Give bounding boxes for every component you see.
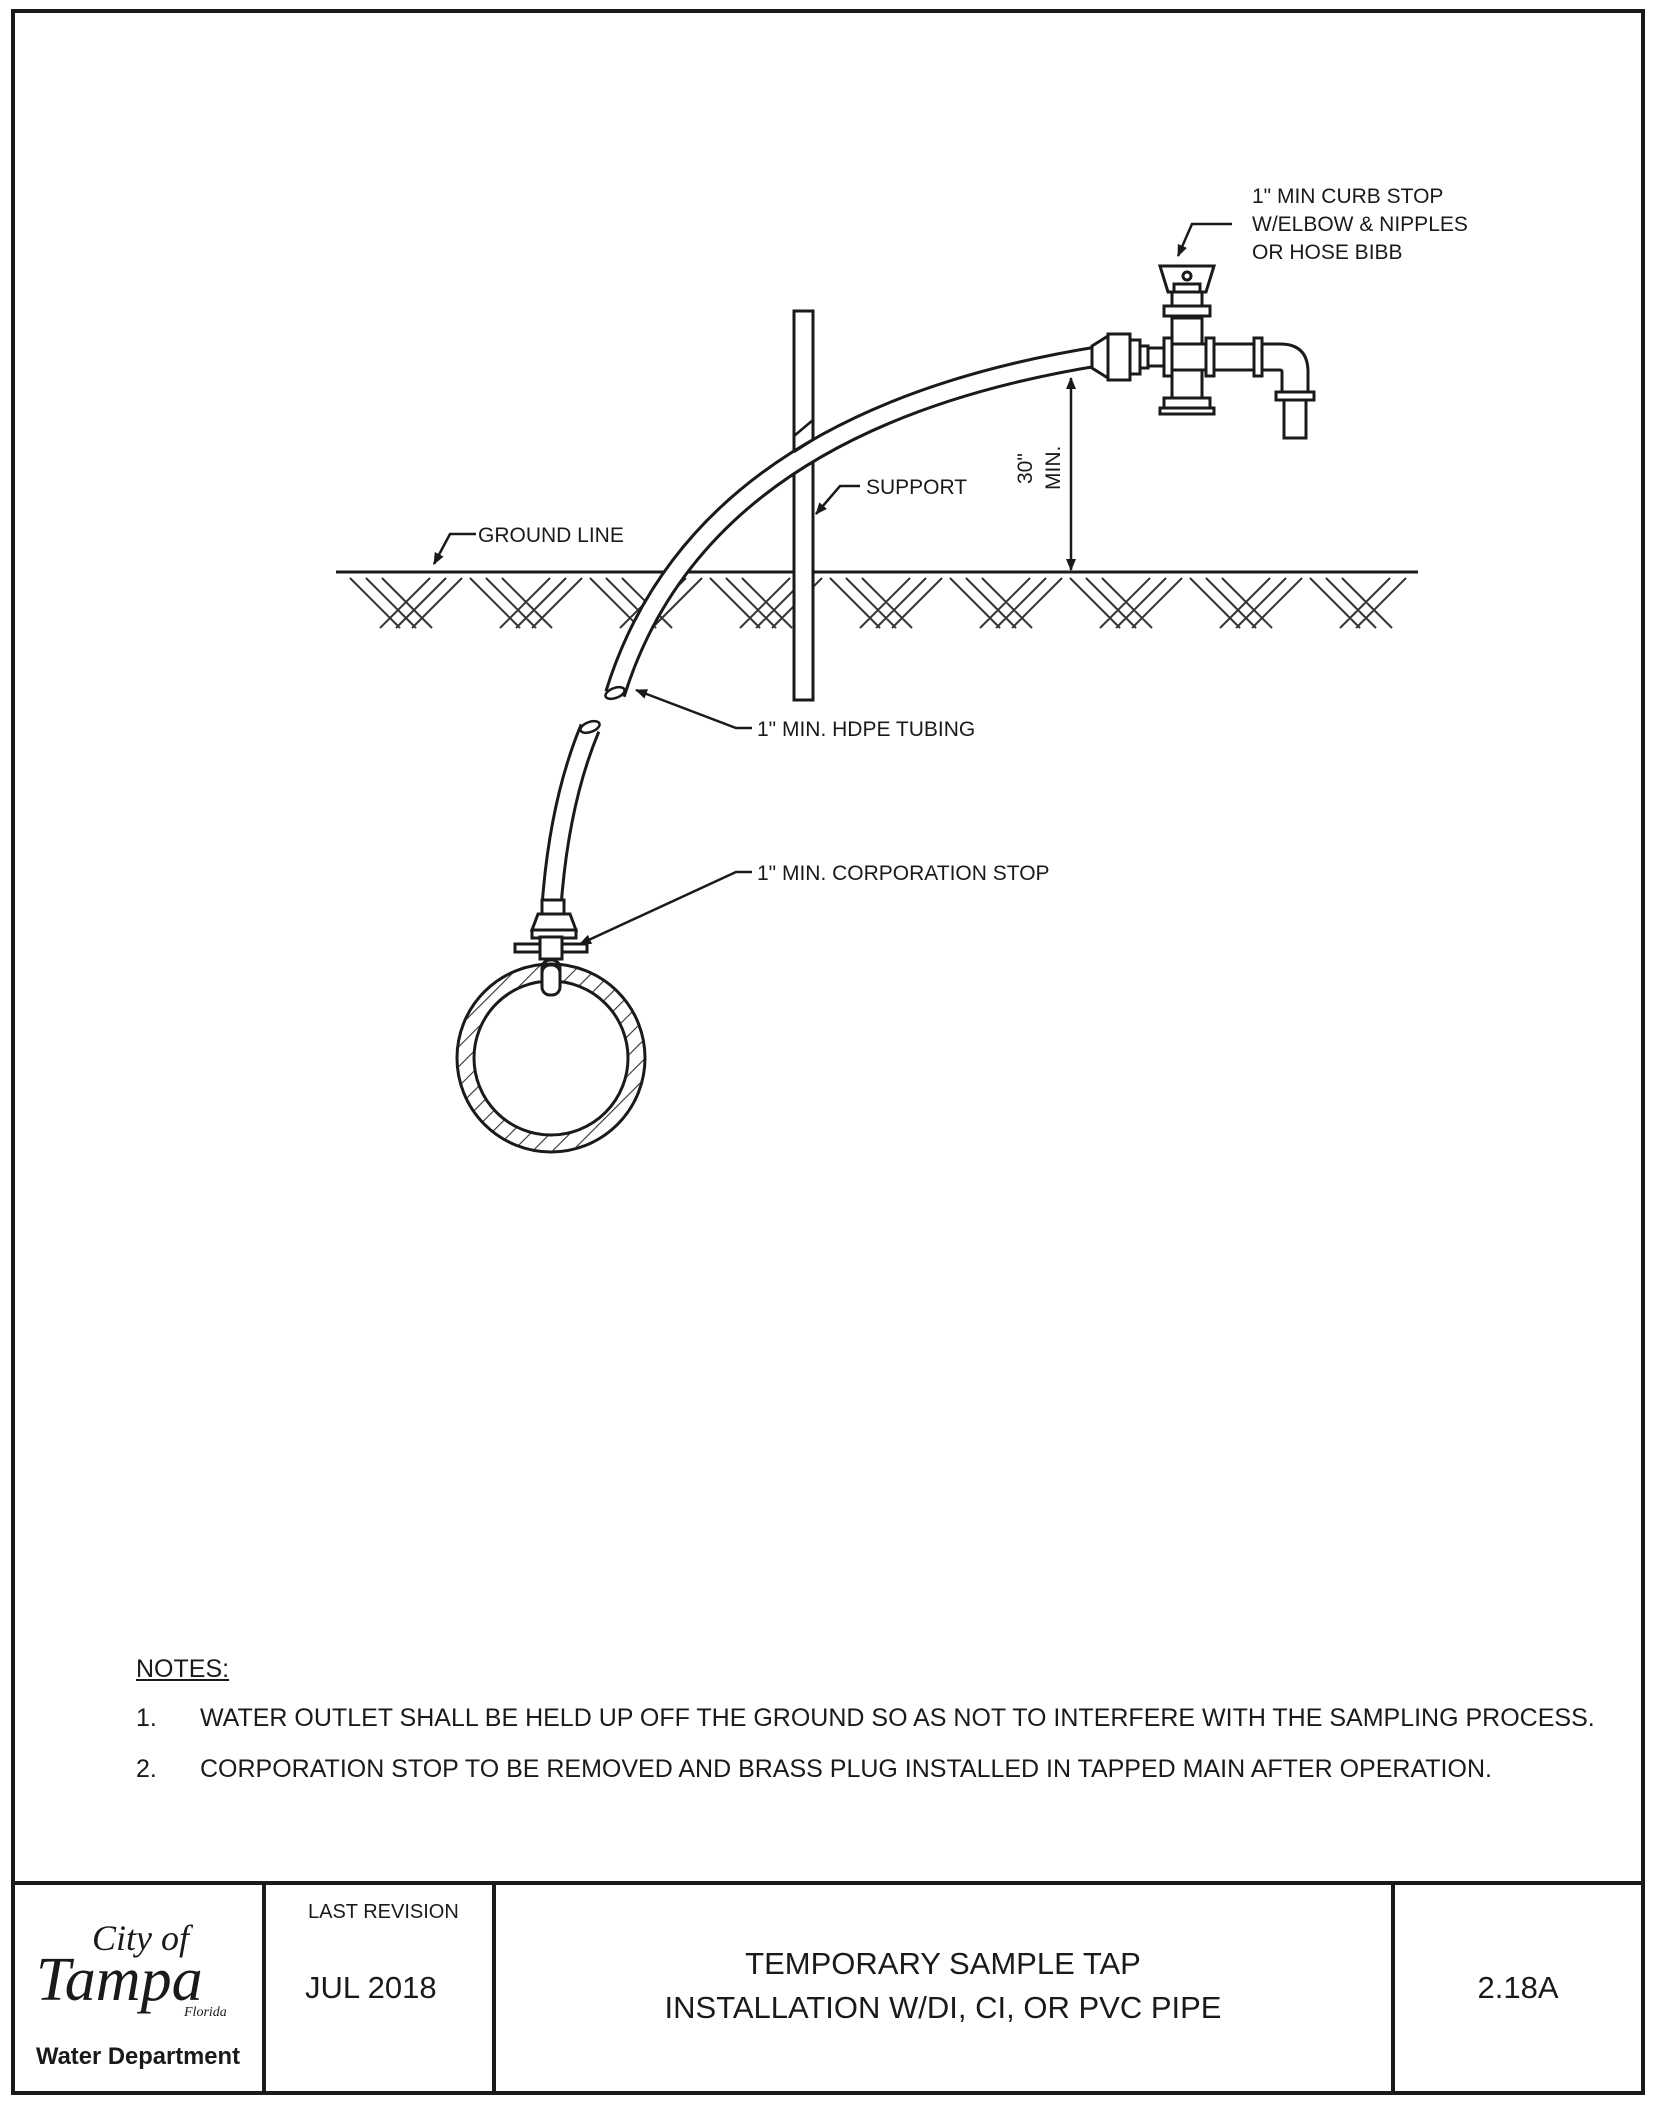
note-number: 2.: [136, 1755, 157, 1783]
label-min-height-suffix: MIN.: [1042, 446, 1065, 490]
label-corporation-stop: 1" MIN. CORPORATION STOP: [757, 862, 1050, 885]
water-main-pipe: [455, 962, 647, 1154]
sheet-border: [11, 9, 1645, 2095]
logo-tampa: Tampa: [36, 1946, 203, 2014]
support-post: [792, 309, 815, 702]
curb-stop-assembly: [1090, 264, 1316, 440]
logo-city-of: City of: [92, 1918, 194, 1958]
city-of-tampa-logo: City of Tampa Florida Water Department: [36, 1918, 240, 2070]
label-min-height-value: 30": [1014, 453, 1037, 484]
note-number: 1.: [136, 1704, 157, 1732]
title-block: [13, 1881, 1643, 2093]
note-text: WATER OUTLET SHALL BE HELD UP OFF THE GR…: [200, 1704, 1595, 1732]
label-support: SUPPORT: [866, 476, 967, 499]
note-text: CORPORATION STOP TO BE REMOVED AND BRASS…: [200, 1755, 1492, 1783]
label-curb-stop-line1: 1" MIN CURB STOP: [1252, 185, 1443, 208]
ground-soil: [336, 570, 1418, 629]
notes-title: NOTES:: [136, 1655, 230, 1683]
label-hdpe-tubing: 1" MIN. HDPE TUBING: [757, 718, 975, 741]
last-revision-date: JUL 2018: [305, 1970, 437, 2005]
notes-section: NOTES: 1. WATER OUTLET SHALL BE HELD UP …: [136, 1655, 1596, 1806]
hdpe-tubing-lower: [541, 719, 601, 901]
hdpe-tubing-upper: [604, 345, 1102, 701]
drawing-title-line2: INSTALLATION W/DI, CI, OR PVC PIPE: [665, 1990, 1222, 2025]
leader-lines: [432, 222, 1232, 946]
detail-number: 2.18A: [1477, 1970, 1558, 2005]
logo-florida: Florida: [183, 2005, 227, 2020]
logo-department: Water Department: [36, 2043, 240, 2070]
label-curb-stop-line2: W/ELBOW & NIPPLES: [1252, 213, 1468, 236]
label-curb-stop-line3: OR HOSE BIBB: [1252, 241, 1403, 264]
drawing-title-line1: TEMPORARY SAMPLE TAP: [745, 1946, 1141, 1981]
note-item: 1. WATER OUTLET SHALL BE HELD UP OFF THE…: [136, 1704, 1596, 1733]
note-item: 2. CORPORATION STOP TO BE REMOVED AND BR…: [136, 1755, 1596, 1784]
last-revision-label: LAST REVISION: [308, 1901, 459, 1923]
label-ground-line: GROUND LINE: [478, 524, 624, 547]
